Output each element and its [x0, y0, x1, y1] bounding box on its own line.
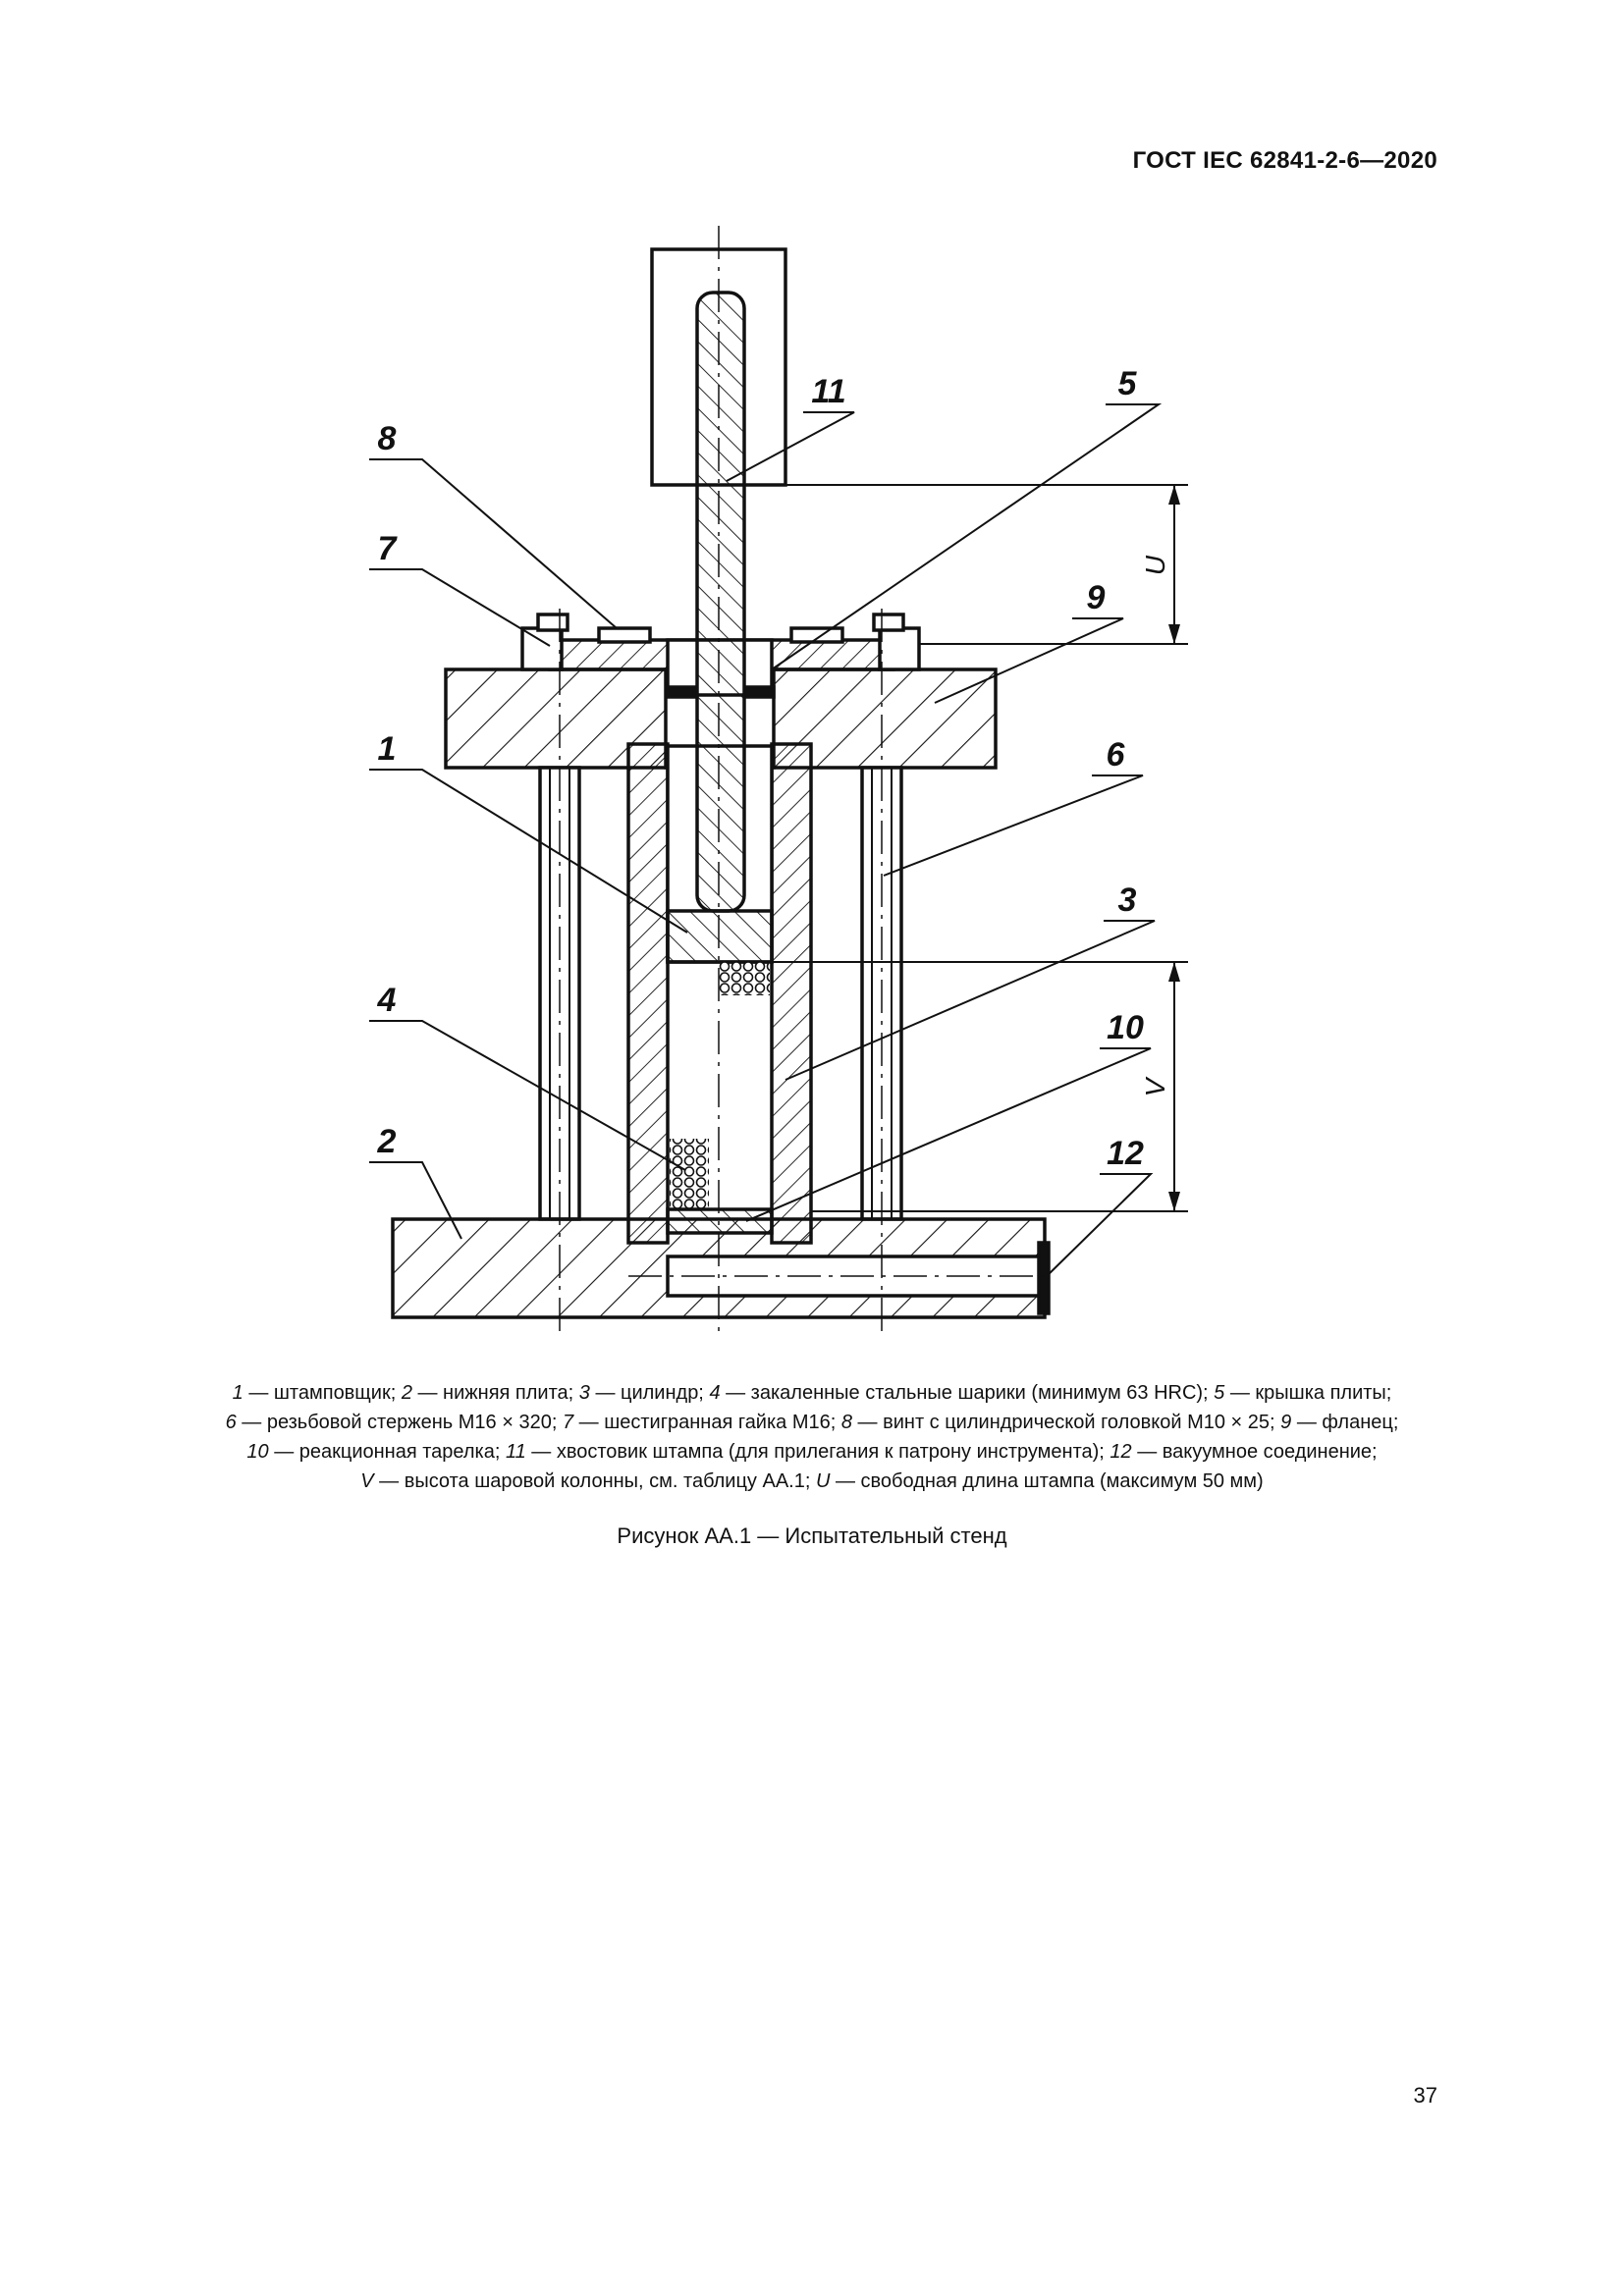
callout-11: 11 — [811, 373, 845, 410]
hex-nut-left — [520, 626, 564, 671]
dimension-v-label: V — [1140, 1076, 1170, 1096]
callout-4: 4 — [377, 982, 397, 1019]
legend-line-1: 1 — штамповщик; 2 — нижняя плита; 3 — ци… — [232, 1382, 1392, 1404]
callout-1: 1 — [378, 730, 397, 768]
figure-legend: 1 — штамповщик; 2 — нижняя плита; 3 — ци… — [79, 1378, 1545, 1496]
callout-12: 12 — [1107, 1135, 1144, 1172]
callout-9: 9 — [1087, 579, 1106, 616]
callout-8: 8 — [378, 420, 397, 457]
callout-10: 10 — [1107, 1009, 1144, 1046]
cylinder-right-wall — [770, 742, 813, 1245]
legend-line-2: 6 — резьбовой стержень М16 × 320; 7 — ше… — [225, 1412, 1399, 1433]
legend-line-4: V — высота шаровой колонны, см. таблицу … — [360, 1470, 1264, 1492]
vacuum-connector — [1037, 1241, 1051, 1315]
page-number: 37 — [1413, 2083, 1437, 2108]
cylinder-left-wall — [626, 742, 670, 1245]
callout-2: 2 — [377, 1123, 397, 1160]
callout-3: 3 — [1118, 881, 1137, 919]
hex-nut-right — [878, 626, 921, 671]
legend-line-3: 10 — реакционная тарелка; 11 — хвостовик… — [246, 1441, 1378, 1463]
steel-balls-top — [719, 962, 770, 995]
dimension-u-label: U — [1140, 555, 1170, 575]
callout-7: 7 — [378, 530, 399, 567]
cap-screw-right — [789, 626, 844, 644]
callout-5: 5 — [1118, 365, 1138, 402]
cap-screw-left — [597, 626, 652, 644]
callout-6: 6 — [1107, 736, 1126, 774]
punch-shank — [695, 291, 746, 913]
steel-balls-bottom — [670, 1139, 709, 1209]
document-header: ГОСТ IEC 62841-2-6—2020 — [1132, 147, 1437, 174]
figure-caption: Рисунок АА.1 — Испытательный стенд — [617, 1523, 1007, 1548]
test-stand-drawing: U V 11 5 8 7 9 1 6 3 4 10 2 12 — [369, 226, 1188, 1335]
